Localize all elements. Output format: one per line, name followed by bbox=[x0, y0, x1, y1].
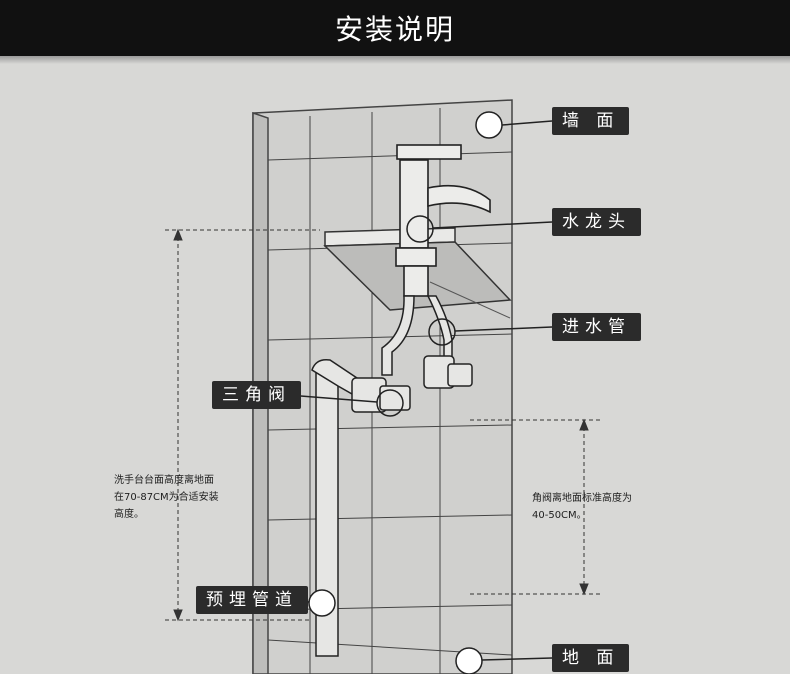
basin-height-note: 洗手台台面高度离地面 在70-87CM为合适安装 高度。 bbox=[114, 475, 219, 520]
floor-label: 地 面 bbox=[552, 644, 630, 672]
pipes bbox=[311, 295, 473, 657]
inlet-pipe-label: 进水管 bbox=[552, 313, 641, 341]
valve-height-note: 角阀离地面标准高度为 40-50CM。 bbox=[532, 493, 632, 521]
faucet-shape bbox=[395, 144, 491, 297]
page-header: 安装说明 bbox=[0, 0, 790, 56]
inlet-marker-circle bbox=[428, 318, 456, 346]
valve-marker-circle bbox=[376, 389, 404, 417]
callouts bbox=[285, 111, 553, 674]
angle-valve-label: 三角阀 bbox=[212, 381, 301, 409]
dimension-lines bbox=[165, 228, 600, 622]
wall-marker-circle bbox=[475, 111, 503, 139]
embedded-marker-circle bbox=[308, 589, 336, 617]
floor-marker-circle bbox=[455, 647, 483, 674]
faucet-marker-circle bbox=[406, 215, 434, 243]
faucet-label: 水龙头 bbox=[552, 208, 641, 236]
header-shadow bbox=[0, 56, 790, 64]
page-title: 安装说明 bbox=[334, 13, 455, 46]
wall-label: 墙 面 bbox=[552, 107, 630, 135]
embedded-pipe-label: 预埋管道 bbox=[196, 586, 308, 614]
